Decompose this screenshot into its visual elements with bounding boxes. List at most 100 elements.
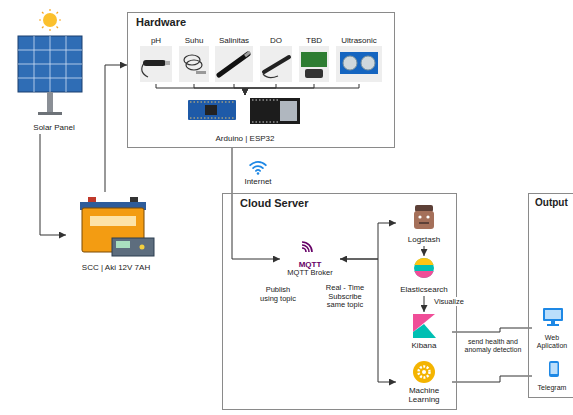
wifi-icon bbox=[257, 172, 260, 175]
sensor: DO bbox=[258, 34, 294, 84]
solar-panel-illustration bbox=[18, 78, 82, 79]
mqtt-icon bbox=[302, 242, 312, 252]
controller-board: Arduino | ESP32 bbox=[180, 95, 310, 145]
node-label: SCC | Aki 12V 7AH bbox=[82, 263, 150, 272]
connector bbox=[452, 376, 532, 382]
logstash-icon bbox=[418, 215, 421, 218]
sensor-photos bbox=[196, 71, 206, 74]
kibana-icon bbox=[413, 324, 436, 338]
mqtt-icon bbox=[302, 245, 309, 252]
battery-box: SCC | Aki 12V 7AH bbox=[66, 192, 166, 274]
node-label: pH bbox=[151, 36, 161, 45]
logstash-icon bbox=[415, 205, 433, 212]
phone-icon bbox=[549, 361, 559, 377]
sensor-photos bbox=[301, 52, 327, 67]
sensor-photos bbox=[140, 46, 172, 82]
sensor-photos bbox=[340, 52, 378, 74]
elasticsearch-icon bbox=[414, 258, 434, 278]
phone-icon bbox=[549, 361, 559, 377]
sensor-photos bbox=[305, 69, 323, 78]
connector bbox=[424, 296, 425, 312]
sensor-photos bbox=[179, 46, 209, 82]
sensor-photos bbox=[143, 60, 166, 66]
sensor-photos bbox=[264, 57, 289, 72]
service-node: Machine Learning bbox=[396, 358, 452, 406]
node-label: Elasticsearch bbox=[400, 285, 448, 294]
logstash-icon bbox=[419, 222, 429, 224]
group-title: Output bbox=[535, 197, 573, 209]
sun-icon bbox=[57, 27, 59, 29]
sun-icon bbox=[39, 9, 61, 31]
connector bbox=[234, 84, 245, 95]
sensor: Salinitas bbox=[213, 34, 255, 84]
monitor-icon bbox=[551, 321, 555, 324]
battery-illustration bbox=[140, 245, 145, 250]
node-label: DO bbox=[270, 36, 282, 45]
connector-label: Visualize bbox=[430, 298, 468, 307]
node-label: Machine Learning bbox=[397, 386, 451, 404]
annotation-label: Real - Time Subscribe same topic bbox=[322, 284, 368, 310]
sun-icon bbox=[42, 27, 44, 29]
sensor-photos bbox=[263, 74, 278, 78]
node-label: Kibana bbox=[412, 341, 437, 350]
battery-illustration bbox=[130, 197, 138, 202]
elasticsearch-icon bbox=[414, 258, 434, 278]
microcontroller-boards bbox=[188, 100, 236, 120]
sensor: TBD bbox=[297, 34, 331, 84]
microcontroller-boards bbox=[280, 101, 297, 121]
node-label: TBD bbox=[306, 36, 322, 45]
battery-illustration bbox=[112, 238, 154, 256]
sun-icon bbox=[49, 29, 50, 31]
sun-icon bbox=[39, 9, 61, 31]
connector bbox=[245, 84, 276, 95]
wifi-icon bbox=[253, 166, 263, 168]
label-patch: Internet bbox=[243, 177, 272, 186]
microcontroller-boards bbox=[252, 100, 278, 101]
node-label: Solar Panel bbox=[33, 123, 74, 132]
sensor-photos bbox=[260, 46, 292, 82]
annotation-label: Publish using topic bbox=[257, 286, 299, 303]
sensor-photos bbox=[186, 60, 202, 70]
sensor-photos bbox=[299, 46, 329, 82]
logstash-icon bbox=[414, 211, 434, 229]
microcontroller-boards bbox=[205, 105, 217, 115]
sensor-photos bbox=[165, 61, 170, 65]
solar-panel-illustration bbox=[18, 50, 82, 51]
connector bbox=[156, 84, 245, 95]
service-node: Kibana bbox=[396, 312, 452, 352]
sensor: Suhu bbox=[177, 34, 211, 84]
label-patch: Visualize bbox=[433, 297, 465, 306]
group-title: Hardware bbox=[136, 16, 394, 29]
wifi-icon bbox=[250, 162, 266, 175]
output-node: Web Aplication bbox=[532, 304, 572, 352]
connector bbox=[340, 223, 396, 259]
sensor: Ultrasonic bbox=[334, 34, 384, 84]
connector bbox=[245, 84, 314, 95]
microcontroller-boards bbox=[188, 98, 300, 124]
node-label: Telegram bbox=[538, 384, 567, 392]
sensor-photos bbox=[245, 52, 250, 56]
mqtt-icon bbox=[302, 242, 312, 252]
sun-icon bbox=[42, 12, 44, 14]
solar-panel: Solar Panel bbox=[14, 8, 94, 134]
node-label: Salinitas bbox=[219, 36, 249, 45]
node-label: MQTT bbox=[299, 260, 322, 269]
node-label: Ultrasonic bbox=[341, 36, 377, 45]
service-node: Logstash bbox=[396, 200, 452, 246]
microcontroller-boards bbox=[190, 102, 234, 103]
sun-icon bbox=[59, 19, 61, 20]
sun-icon bbox=[57, 12, 59, 14]
wifi-icon bbox=[256, 169, 260, 172]
connector bbox=[194, 84, 245, 95]
output-node: Telegram bbox=[532, 358, 572, 394]
output-group: OutputWeb AplicationTelegram bbox=[528, 193, 573, 398]
phone-icon bbox=[551, 363, 558, 374]
sensor-photos bbox=[140, 46, 382, 82]
mqtt-icon bbox=[302, 248, 306, 252]
group-title: Cloud Server bbox=[240, 197, 456, 210]
wifi-icon bbox=[250, 162, 266, 165]
logstash-icon bbox=[426, 215, 429, 218]
solar-panel-illustration bbox=[18, 36, 82, 115]
broker-node: MQTTMQTT Broker bbox=[280, 238, 340, 280]
